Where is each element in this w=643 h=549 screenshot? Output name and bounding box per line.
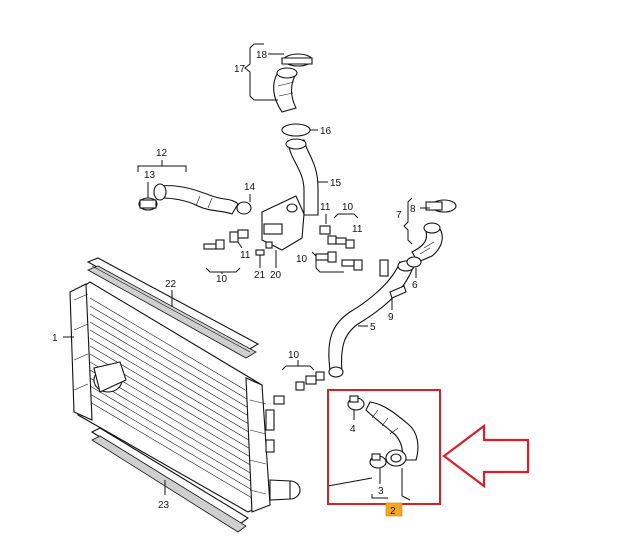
callout-18: 18 [256, 50, 268, 61]
callout-21: 21 [254, 270, 266, 281]
clamp-14 [236, 201, 252, 215]
callout-10-lower: 10 [288, 350, 300, 361]
left-hose-12 [138, 183, 239, 215]
callout-22: 22 [165, 279, 177, 290]
clamp-3 [369, 453, 387, 469]
bolts-left [203, 229, 249, 250]
clamp-6 [406, 256, 422, 268]
highlight-box [327, 389, 441, 505]
part-tag [385, 502, 403, 517]
right-hose-7 [411, 199, 457, 263]
hose-2 [365, 401, 419, 467]
bolts-right-low [315, 251, 363, 271]
bolts-lower-left [273, 371, 325, 405]
intercooler-drawing [69, 257, 301, 533]
callout-3: 3 [378, 486, 384, 497]
upper-hose-drawing [273, 53, 313, 113]
callout-14: 14 [244, 182, 256, 193]
callout-4: 4 [350, 424, 356, 435]
callout-10-mid: 10 [342, 202, 354, 213]
callout-10-low: 10 [296, 254, 308, 265]
callout-11-right: 11 [352, 224, 363, 235]
left-arrow-icon [442, 423, 530, 489]
callout-7: 7 [396, 210, 402, 221]
callout-2: 2 [390, 506, 396, 517]
callout-11-left: 11 [240, 250, 251, 261]
callout-23: 23 [158, 500, 170, 511]
callout-13: 13 [144, 170, 156, 181]
sensor-9 [389, 285, 407, 299]
bolts-right-top [319, 225, 355, 249]
callout-12: 12 [156, 148, 168, 159]
callout-8: 8 [410, 204, 416, 215]
callout-10-left: 10 [216, 274, 228, 285]
clamp-4 [347, 395, 365, 411]
callout-11-mid: 11 [320, 202, 331, 213]
callout-20: 20 [270, 270, 282, 281]
callout-1: 1 [52, 333, 58, 344]
flange-bracket [261, 195, 305, 251]
callout-9: 9 [388, 312, 394, 323]
pipe-5 [328, 259, 415, 378]
callout-5: 5 [370, 322, 376, 333]
callout-17: 17 [234, 64, 246, 75]
callout-6: 6 [412, 280, 418, 291]
pipe-15 [285, 138, 319, 216]
callout-16: 16 [320, 126, 332, 137]
clamp-16 [281, 123, 311, 137]
callout-15: 15 [330, 178, 342, 189]
